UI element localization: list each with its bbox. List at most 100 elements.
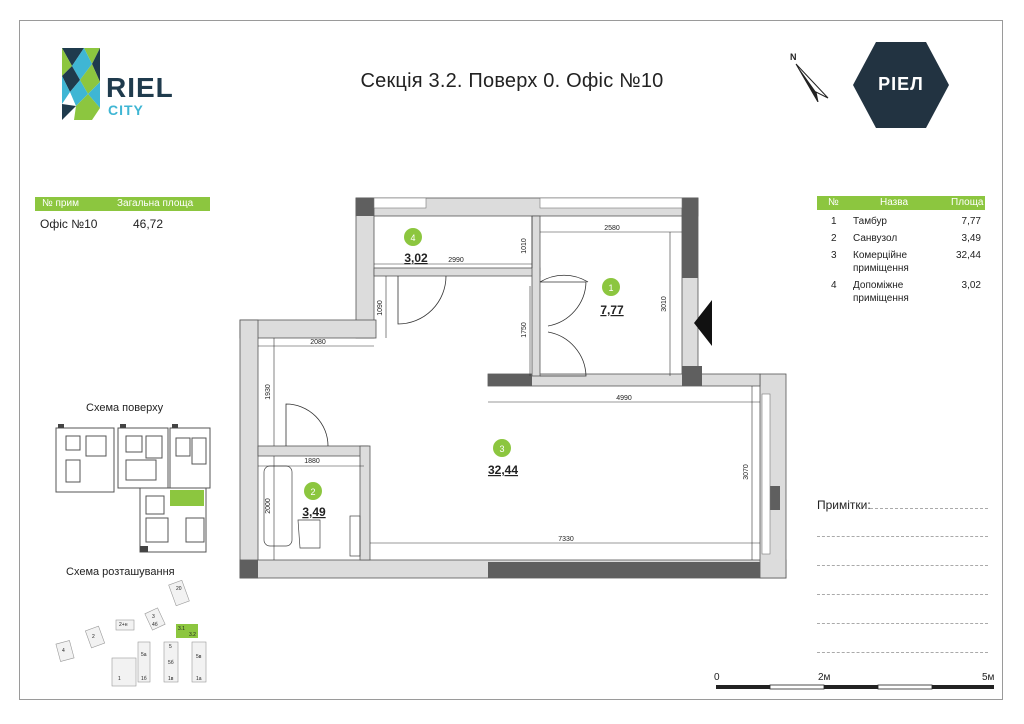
location-label: 2+н — [119, 622, 128, 628]
room-area-4: 3,02 — [404, 251, 428, 265]
dimension-label: 3010 — [661, 296, 668, 312]
floor-scheme-label: Схема поверху — [86, 402, 164, 414]
room-area-3: 32,44 — [488, 463, 518, 477]
rooms-row: 1 Тамбур 7,77 — [817, 216, 985, 230]
riel-city-logo-word1: RIEL — [106, 72, 174, 103]
rooms-row-name-line1: Комерційне — [853, 250, 908, 261]
notes-line — [817, 594, 988, 595]
dimension-label: 2080 — [310, 339, 326, 346]
room-marker-1 — [602, 278, 620, 296]
summary-row-name: Офіс №10 — [40, 217, 98, 231]
rooms-row: 2 Санвузол 3,49 — [817, 233, 985, 247]
dimension-label: 1880 — [304, 458, 320, 465]
plan-doors — [285, 274, 589, 447]
room-marker-4-num: 4 — [410, 233, 415, 243]
location-label: 20 — [176, 586, 182, 592]
room-marker-3 — [493, 439, 511, 457]
notes-line — [870, 508, 988, 509]
floor-scheme-map — [55, 424, 211, 553]
location-label: 5 — [169, 644, 172, 650]
location-label: 3.2 — [189, 632, 196, 638]
riel-city-logo-word2: CITY — [108, 102, 144, 118]
compass-label: N — [790, 52, 797, 62]
rooms-header-name: Назва — [880, 197, 909, 208]
location-label: 1в — [168, 676, 174, 682]
page-frame — [19, 20, 1003, 700]
room-marker-4 — [404, 228, 422, 246]
location-label: 1а — [196, 676, 202, 682]
rooms-row-name-line1: Допоміжне — [853, 280, 904, 291]
room-marker-2 — [304, 482, 322, 500]
rooms-row-area: 7,77 — [961, 216, 981, 227]
room-area-1: 7,77 — [600, 303, 624, 317]
location-scheme-shapes — [55, 579, 207, 687]
dimension-label: 1090 — [377, 300, 384, 316]
summary-table-header: № прим Загальна площа — [35, 197, 210, 211]
rooms-row-area: 3,49 — [961, 233, 981, 244]
room-area-2: 3,49 — [302, 505, 326, 519]
location-label: 3.1 — [178, 626, 185, 632]
dimension-label: 1750 — [521, 322, 528, 338]
page-title: Секція 3.2. Поверх 0. Офіс №10 — [360, 70, 664, 92]
scale-bar: 0 2м 5м — [714, 672, 998, 692]
dimension-label: 3070 — [743, 464, 750, 480]
rooms-row-name-line2: приміщення — [853, 293, 909, 304]
rooms-table-header: № Назва Площа — [817, 196, 985, 210]
scale-bar-graphic — [716, 684, 994, 690]
rooms-row-name: Тамбур — [853, 216, 887, 227]
rooms-row-area: 3,02 — [961, 280, 981, 291]
rooms-row-name-line2: приміщення — [853, 263, 909, 274]
location-label: 3 — [152, 614, 155, 620]
riel-city-logo-mark-icon — [62, 48, 100, 120]
rooms-row-name: Санвузол — [853, 233, 898, 244]
entrance-arrow-icon — [694, 300, 712, 346]
location-label: 2 — [92, 634, 95, 640]
location-label: 4 — [62, 648, 65, 654]
dimension-label: 1930 — [265, 384, 272, 400]
summary-header-area: Загальна площа — [117, 198, 194, 209]
notes-label: Примітки: — [817, 498, 871, 512]
dimension-label: 2000 — [265, 498, 272, 514]
riel-logo-hexagon-icon — [853, 42, 949, 128]
rooms-row-num: 1 — [831, 216, 837, 227]
compass: N — [786, 52, 830, 102]
scale-label-2m: 2м — [818, 672, 831, 683]
notes-line — [817, 652, 988, 653]
summary-row-area: 46,72 — [133, 217, 164, 231]
rooms-row: 3 Комерційне приміщення 32,44 — [817, 250, 985, 278]
riel-city-logo: RIEL CITY — [62, 48, 184, 122]
dimension-label: 2990 — [448, 257, 464, 264]
rooms-row-num: 3 — [831, 250, 837, 261]
rooms-row-num: 2 — [831, 233, 837, 244]
room-marker-2-num: 2 — [310, 487, 315, 497]
rooms-row-num: 4 — [831, 280, 837, 291]
rooms-row-area: 32,44 — [955, 250, 981, 261]
notes-line — [817, 623, 988, 624]
dimension-label: 4990 — [616, 395, 632, 402]
room-marker-3-num: 3 — [499, 444, 504, 454]
plan-windows — [373, 197, 771, 555]
location-label: 4б — [152, 622, 158, 628]
location-scheme-map: 20 3 2+н 4б 2 4 5 5а 5б 5в 1 1б 1в 1а 3.… — [52, 579, 222, 690]
rooms-header-area: Площа — [951, 197, 984, 208]
room-marker-1-num: 1 — [608, 283, 613, 293]
location-label: 5в — [196, 654, 202, 660]
location-label: 1 — [118, 676, 121, 682]
location-label: 1б — [141, 676, 147, 682]
notes-line — [817, 536, 988, 537]
dimension-label: 7330 — [558, 536, 574, 543]
summary-header-num: № прим — [42, 198, 79, 209]
plan-dark-walls — [240, 198, 780, 578]
north-arrow-icon — [795, 63, 829, 102]
rooms-row: 4 Допоміжне приміщення 3,02 — [817, 280, 985, 308]
location-label: 5а — [141, 652, 147, 658]
plan-dimension-lines — [258, 216, 760, 560]
riel-logo: РІЕЛ — [851, 40, 951, 130]
dimension-label: 1010 — [521, 238, 528, 254]
notes-line — [817, 565, 988, 566]
rooms-header-num: № — [828, 197, 839, 208]
plan-walls — [239, 197, 787, 579]
riel-logo-text: РІЕЛ — [878, 74, 924, 94]
location-scheme-label: Схема розташування — [66, 566, 175, 578]
